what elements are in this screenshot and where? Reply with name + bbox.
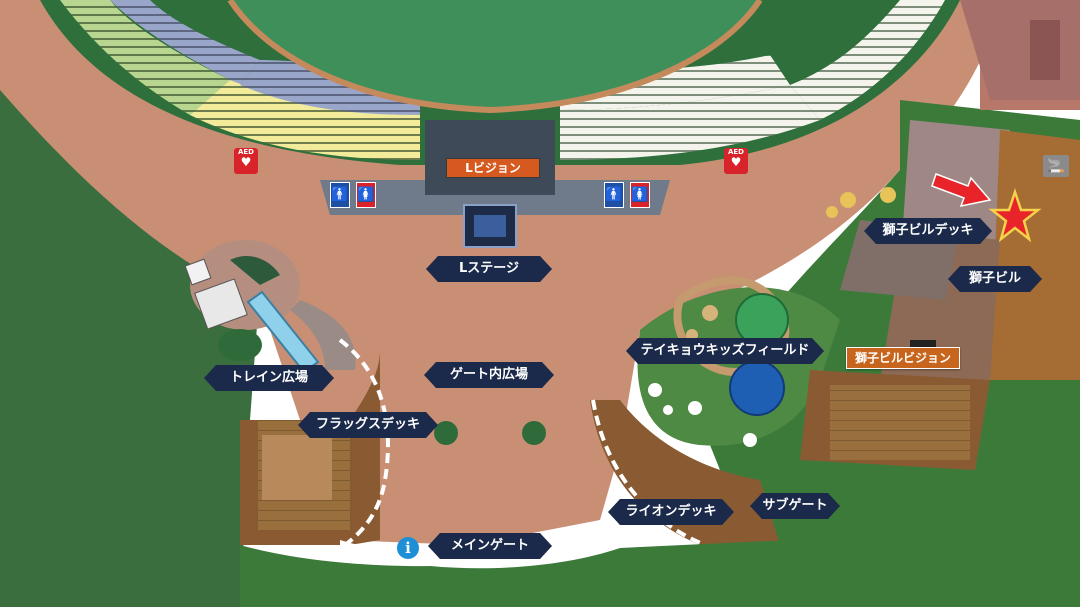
location-label-shishi-building[interactable]: 獅子ビル <box>948 266 1042 292</box>
location-label-flag-deck[interactable]: フラッグスデッキ <box>298 412 438 438</box>
highlight-markers <box>931 173 1042 243</box>
l-vision-screen: Lビジョン <box>446 158 540 178</box>
pointer-arrow-icon <box>931 173 992 208</box>
smoking-area-icon: 🚬 <box>1043 155 1069 177</box>
location-label-shishi-building-deck[interactable]: 獅子ビルデッキ <box>864 218 992 244</box>
aed-label: AED <box>727 148 744 156</box>
location-label-lion-deck[interactable]: ライオンデッキ <box>608 499 734 525</box>
aed-icon: AED ♥ <box>234 148 258 174</box>
restroom-male-icon: 🚹 <box>604 182 624 208</box>
location-label-shishi-building-vision[interactable]: 獅子ビルビジョン <box>846 347 960 369</box>
restroom-male-icon: 🚹 <box>330 182 350 208</box>
location-label-train-plaza[interactable]: トレイン広場 <box>204 365 334 391</box>
location-label-gate-plaza[interactable]: ゲート内広場 <box>424 362 554 388</box>
location-label-main-gate[interactable]: メインゲート <box>428 533 552 559</box>
restroom-female-icon: 🚺 <box>630 182 650 208</box>
target-star-icon <box>988 188 1042 243</box>
location-label-teikyo-kids-field[interactable]: テイキョウキッズフィールド <box>626 338 824 364</box>
aed-label: AED <box>237 148 254 156</box>
aed-icon: AED ♥ <box>724 148 748 174</box>
heart-icon: ♥ <box>240 155 252 169</box>
information-icon: i <box>397 537 419 559</box>
location-label-sub-gate[interactable]: サブゲート <box>750 493 840 519</box>
heart-icon: ♥ <box>730 155 742 169</box>
location-label-l-stage[interactable]: Lステージ <box>426 256 552 282</box>
restroom-female-icon: 🚺 <box>356 182 376 208</box>
